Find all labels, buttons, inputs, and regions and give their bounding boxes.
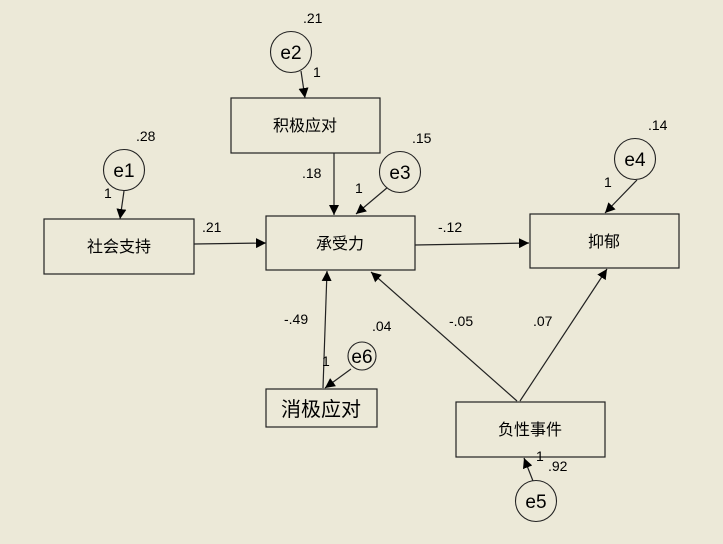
error-e5[interactable]: e5 [514,479,558,523]
path-e6-negative [324,368,352,389]
node-events[interactable]: 负性事件 [455,401,606,458]
node-label: 抑郁 [588,232,620,251]
path-negative-resilience [321,270,332,389]
node-resilience[interactable]: 承受力 [265,215,416,271]
error-e4[interactable]: e4 [613,137,657,181]
node-positive[interactable]: 积极应对 [230,97,381,154]
path-resilience-depression [414,238,530,249]
weight-e1: 1 [104,185,112,201]
error-e3[interactable]: e3 [378,150,422,194]
coef-events-resilience: -.05 [449,313,473,329]
path-e2-positive [298,70,309,99]
error-label: e1 [113,161,134,182]
weight-e6: 1 [322,353,330,369]
paths [116,70,638,482]
error-label: e6 [351,347,372,368]
error-e2[interactable]: e2 [269,30,313,74]
coef-negative-resilience: -.49 [284,311,308,327]
weight-e4: 1 [604,174,612,190]
weight-e5: 1 [536,448,544,464]
path-social-resilience [193,238,267,249]
node-label: 积极应对 [273,116,337,135]
error-e1[interactable]: e1 [102,148,146,192]
path-e1-social [116,190,127,220]
variance-e1: .28 [136,128,156,144]
error-label: e4 [624,150,646,171]
variance-e3: .15 [412,130,432,146]
error-label: e2 [280,43,301,64]
coef-resilience-depression: -.12 [438,219,462,235]
path-events-depression [519,268,608,402]
path-events-resilience [370,271,518,402]
error-label: e5 [525,492,546,513]
variance-e6: .04 [372,318,392,334]
node-negative[interactable]: 消极应对 [265,388,378,428]
node-label: 承受力 [316,234,364,253]
node-label: 社会支持 [87,237,151,256]
error-label: e3 [389,163,410,184]
variance-e2: .21 [303,10,323,26]
weight-e3: 1 [355,180,363,196]
node-label: 负性事件 [498,420,562,439]
path-e4-depression [604,179,638,214]
node-label: 消极应对 [281,397,361,421]
coef-positive-resilience: .18 [302,165,322,181]
variance-e5: .92 [548,458,568,474]
node-depression[interactable]: 抑郁 [529,213,680,269]
coef-events-depression: .07 [533,313,553,329]
coef-social-resilience: .21 [202,219,222,235]
variance-e4: .14 [648,117,668,133]
node-social[interactable]: 社会支持 [43,218,195,275]
path-e5-events [522,457,534,482]
weight-e2: 1 [313,64,321,80]
error-e6[interactable]: e6 [347,341,377,371]
path-e3-resilience [355,186,389,215]
